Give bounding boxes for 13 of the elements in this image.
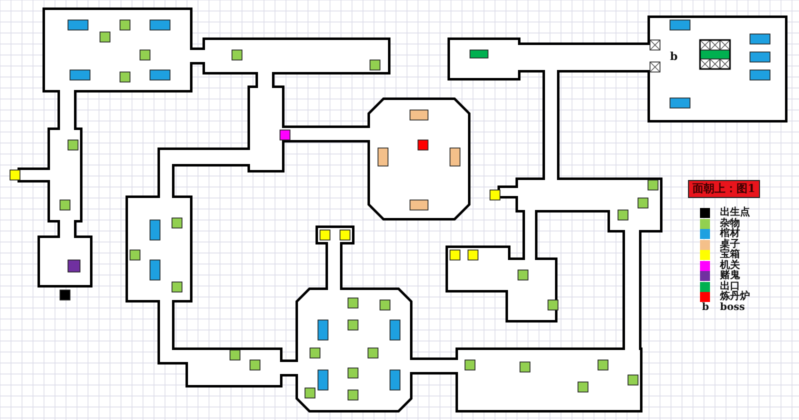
legend-label: 杂物 bbox=[720, 218, 740, 228]
legend-label: 赌鬼 bbox=[720, 271, 740, 281]
legend-label: 机关 bbox=[720, 260, 740, 270]
legend-label: 炼丹炉 bbox=[720, 292, 750, 302]
boss-marker: b bbox=[670, 52, 678, 62]
legend-label: 出口 bbox=[720, 282, 740, 292]
title-banner: 面朝上：图1 bbox=[688, 180, 760, 198]
legend-label: 棺材 bbox=[720, 229, 740, 239]
legend-label: 桌子 bbox=[720, 240, 740, 250]
legend-symbol: b bbox=[702, 302, 709, 312]
legend-label: boss bbox=[720, 302, 745, 312]
legend-label: 出生点 bbox=[720, 208, 750, 218]
legend-label: 宝箱 bbox=[720, 250, 740, 260]
